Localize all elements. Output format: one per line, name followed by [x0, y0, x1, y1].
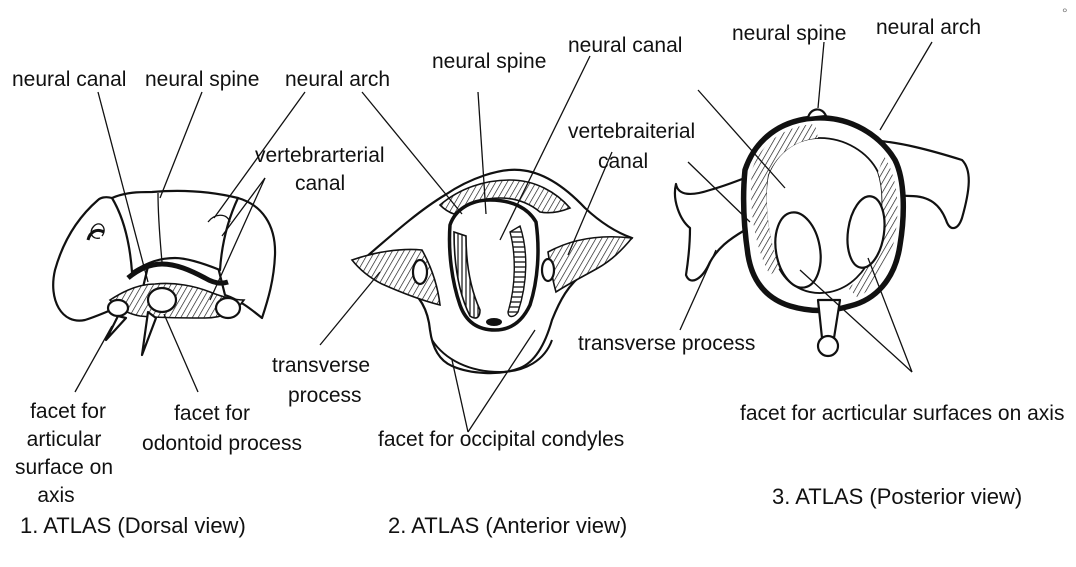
fig3-leader-arch [880, 42, 932, 130]
fig1-label-neural-spine: neural spine [145, 68, 259, 91]
fig3-label-transverse: transverse process [578, 332, 755, 355]
fig2-label-transverse-1: transverse [272, 354, 370, 377]
fig1-leader-facet-axis [75, 326, 112, 392]
fig2-right-knob [542, 259, 554, 281]
fig1-bottom-stub [106, 316, 126, 340]
fig1-label-neural-canal: neural canal [12, 68, 126, 91]
fig1-bottom-spike [142, 312, 156, 355]
fig3-leader-spine [818, 42, 824, 108]
fig2-label-neural-spine: neural spine [432, 50, 546, 73]
fig1-label-neural-arch: neural arch [285, 68, 390, 91]
fig1-label-facet-axis-1: facet for [30, 400, 106, 423]
fig2-left-knob [413, 260, 427, 284]
fig1-leader-spine [160, 92, 202, 198]
corner-mark: ° [1062, 5, 1068, 21]
fig1-label-odontoid-1: facet for [174, 402, 250, 425]
fig3-label-facet-axis: facet for acrticular surfaces on axis [740, 402, 1064, 425]
fig3-label-neural-spine: neural spine [732, 22, 846, 45]
fig1-label-facet-axis-4: axis [37, 484, 74, 507]
fig1-left-facet [108, 300, 128, 316]
fig1-label-vert-2: canal [295, 172, 345, 195]
fig1-label-facet-axis-2: articular [27, 428, 102, 451]
fig1-neural-arch [112, 191, 238, 272]
figure-1-dorsal: neural canal neural spine neural arch ve… [12, 68, 390, 538]
fig2-label-transverse-2: process [288, 384, 362, 407]
fig1-label-facet-axis-3: surface on [15, 456, 113, 479]
figure-3-posterior: neural spine neural arch transverse proc… [578, 16, 1064, 509]
fig1-caption: 1. ATLAS (Dorsal view) [20, 513, 246, 538]
fig3-caption: 3. ATLAS (Posterior view) [772, 484, 1022, 509]
fig1-leader-odontoid [164, 314, 198, 392]
fig2-caption: 2. ATLAS (Anterior view) [388, 513, 627, 538]
fig2-label-neural-canal: neural canal [568, 34, 682, 57]
fig1-odontoid-knob [148, 288, 176, 312]
figure-2-anterior: neural spine neural canal vertebraiteria… [272, 34, 695, 538]
fig3-label-neural-arch: neural arch [876, 16, 981, 39]
fig2-label-vert-1: vertebraiterial [568, 120, 695, 143]
fig2-canal-dot [486, 318, 502, 326]
fig3-bottom-stalk [818, 300, 840, 338]
fig1-label-odontoid-2: odontoid process [142, 432, 302, 455]
fig2-label-vert-2: canal [598, 150, 648, 173]
fig2-leader-transverse [320, 272, 380, 345]
fig3-bottom-knob [818, 336, 838, 356]
fig1-label-vert-1: vertebrarterial [255, 144, 385, 167]
fig2-label-facet-occipital: facet for occipital condyles [378, 428, 624, 451]
fig1-right-facet [216, 298, 240, 318]
fig3-top-spine [808, 109, 826, 118]
